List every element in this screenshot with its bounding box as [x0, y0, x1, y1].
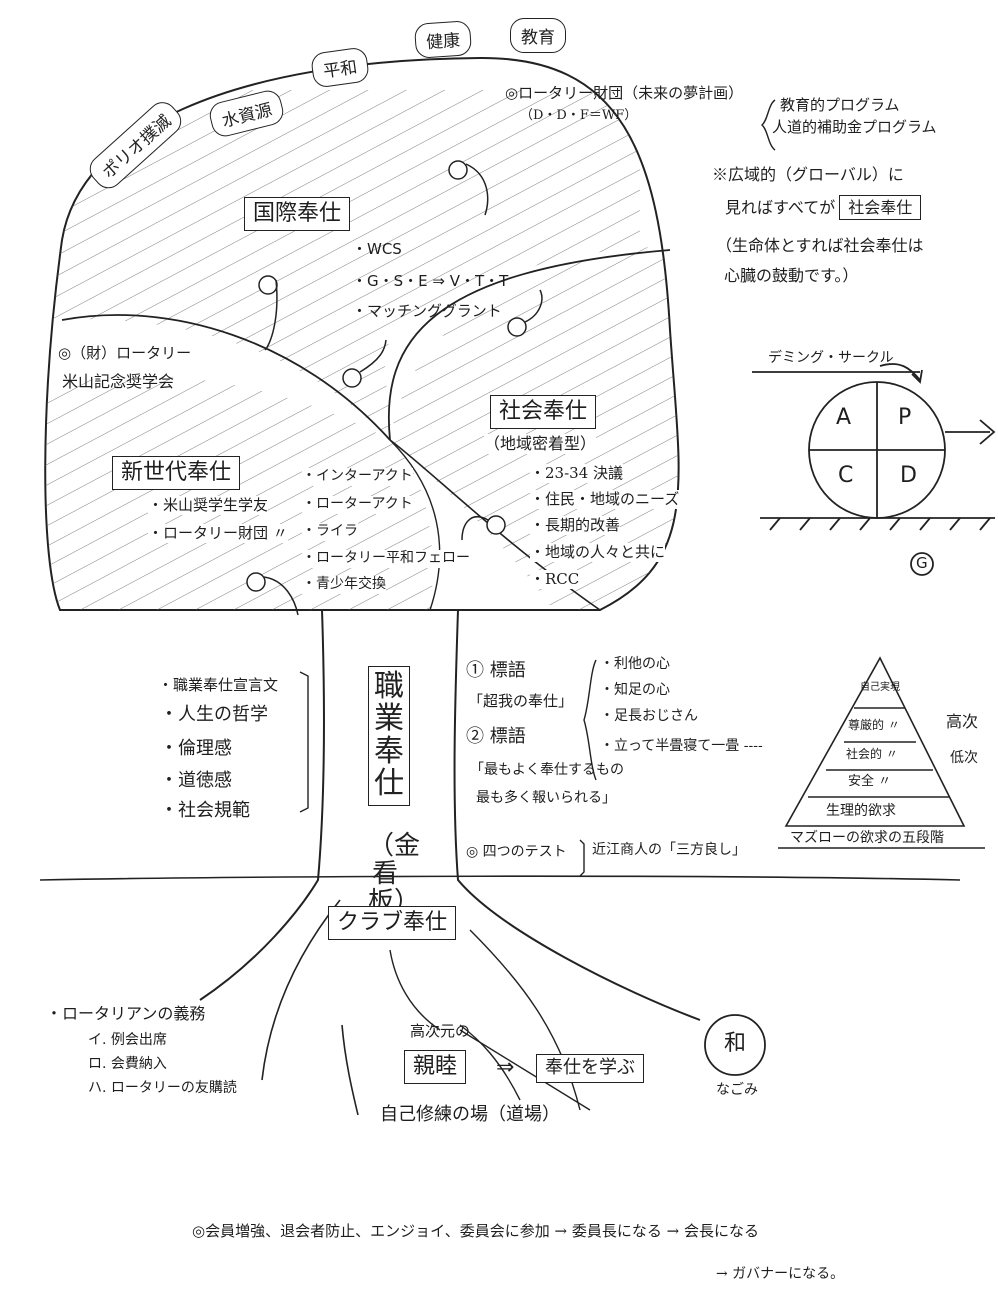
international-item-2: ・G・S・E ⇒ V・T・T: [352, 272, 509, 290]
higher-dimension: 高次元の: [410, 1022, 471, 1040]
community-item-3: ・長期的改善: [530, 516, 621, 535]
newgen-item2-5: ・青少年交換: [302, 576, 386, 594]
social-service-box: 社会奉仕: [839, 195, 922, 220]
foundation-label: ◎ロータリー財団（未来の夢計画）: [505, 84, 744, 102]
maslow-low: 低次: [950, 750, 978, 766]
ground-line: [39, 875, 961, 881]
community-item-2: ・住民・地域のニーズ: [530, 490, 680, 509]
hatch-international: [45, 90, 640, 440]
yoneyama-line1: ◎（財）ロータリー: [58, 344, 192, 362]
motto1-label: ① 標語: [466, 660, 526, 681]
global-note-2: 見ればすべてが社会奉仕: [725, 195, 922, 220]
international-item-1: ・WCS: [352, 240, 402, 258]
community-item-5: ・RCC: [530, 570, 580, 589]
shinboku-box: 親睦: [404, 1050, 467, 1084]
vocational-service-title: 職業奉仕: [368, 666, 410, 806]
bottom-note-1: ◎会員増強、退会者防止、エンジョイ、委員会に参加 → 委員長になる → 会長にな…: [192, 1222, 760, 1240]
yoneyama-line2: 米山記念奨学会: [62, 372, 175, 391]
global-note-1: ※広域的（グローバル）に: [712, 165, 904, 184]
maslow-level-3: 社会的 〃: [846, 747, 898, 761]
global-note-3: （生命体とすれば社会奉仕は: [716, 236, 924, 255]
tag-education: 教育: [510, 18, 566, 53]
apple-icons: [246, 160, 543, 616]
maslow-level-5: 生理的欲求: [826, 803, 896, 819]
hatch-community: [390, 240, 679, 611]
program-education: 教育的プログラム: [780, 96, 900, 114]
wa-circle: [704, 1014, 766, 1076]
new-generation-title: 新世代奉仕: [112, 456, 241, 490]
program-humanitarian: 人道的補助金プログラム: [772, 118, 937, 136]
deming-cell-c: C: [838, 463, 854, 488]
newgen-item-2: ・ロータリー財団 〃: [148, 524, 288, 543]
maslow-pyramid: [778, 656, 985, 849]
newgen-item2-4: ・ロータリー平和フェロー: [302, 550, 470, 568]
duty-3: ハ. ロータリーの友購読: [88, 1080, 237, 1096]
international-service-title: 国際奉仕: [244, 197, 351, 231]
newgen-item2-3: ・ライラ: [302, 523, 358, 541]
community-item-4: ・地域の人々と共に: [530, 543, 666, 562]
vocational-left-5: ・社会規範: [160, 800, 250, 821]
tag-health: 健康: [413, 20, 473, 59]
nagomi-label: なごみ: [716, 1082, 758, 1098]
foundation-ddf: （D・D・F＝WF）: [520, 108, 638, 123]
duty-2: ロ. 会費納入: [88, 1056, 167, 1072]
deming-circle: [752, 363, 996, 576]
deming-cell-a: A: [836, 405, 852, 430]
deming-cell-p: P: [898, 405, 912, 430]
motto2-label: ② 標語: [466, 726, 526, 747]
maslow-high: 高次: [946, 712, 979, 731]
maslow-level-2: 尊厳的 〃: [848, 718, 900, 732]
maslow-level-1: 自己実現: [860, 682, 900, 693]
motto-item-3: ・足長おじさん: [600, 708, 698, 724]
motto-item-4: ・立って半畳寝て一畳 ----: [600, 738, 763, 754]
omi-merchant: 近江商人の「三方良し」: [592, 842, 746, 858]
vocational-left-2: ・人生の哲学: [160, 704, 268, 725]
learn-service-box: 奉仕を学ぶ: [536, 1054, 644, 1083]
global-note-2-text: 見ればすべてが: [725, 198, 836, 217]
newgen-item2-1: ・インターアクト: [302, 468, 413, 486]
international-item-3: ・マッチンググラント: [352, 302, 502, 320]
maslow-level-4: 安全 〃: [848, 774, 892, 789]
wa-label: 和: [724, 1031, 747, 1056]
duties-title: ・ロータリアンの義務: [46, 1004, 206, 1023]
newgen-item-1: ・米山奨学生学友: [148, 496, 269, 515]
motto1-text: 「超我の奉仕」: [468, 692, 574, 710]
four-way-test: ◎ 四つのテスト: [466, 844, 567, 860]
deming-cell-d: D: [900, 463, 917, 488]
duty-1: イ. 例会出席: [88, 1032, 167, 1048]
newgen-item2-2: ・ローターアクト: [302, 496, 413, 514]
community-subtitle: （地域密着型）: [484, 434, 597, 454]
deming-mark: G: [916, 554, 928, 572]
motto2-text1: 「最もよく奉仕するもの: [470, 762, 624, 778]
motto2-text2: 最も多く報いられる」: [476, 790, 616, 806]
deming-title: デミング・サークル: [768, 350, 894, 366]
club-service-title: クラブ奉仕: [328, 906, 457, 940]
vocational-sub: （金看板）: [368, 831, 421, 918]
vocational-left-3: ・倫理感: [160, 738, 232, 759]
self-training-dojo: 自己修練の場（道場）: [380, 1104, 560, 1125]
global-note-4: 心臓の鼓動です。）: [724, 266, 859, 285]
vocational-left-1: ・職業奉仕宣言文: [158, 676, 279, 694]
arrow-to-learn: ⇒: [496, 1055, 515, 1080]
maslow-caption: マズローの欲求の五段階: [790, 830, 944, 846]
bottom-note-2: → ガバナーになる。: [716, 1266, 845, 1282]
tree-trunk: [199, 609, 325, 1001]
motto-item-1: ・利他の心: [600, 656, 670, 672]
motto-item-2: ・知足の心: [600, 682, 670, 698]
community-service-title: 社会奉仕: [490, 395, 597, 429]
vocational-left-4: ・道徳感: [160, 770, 232, 791]
community-item-1: ・23-34 決議: [530, 464, 624, 483]
